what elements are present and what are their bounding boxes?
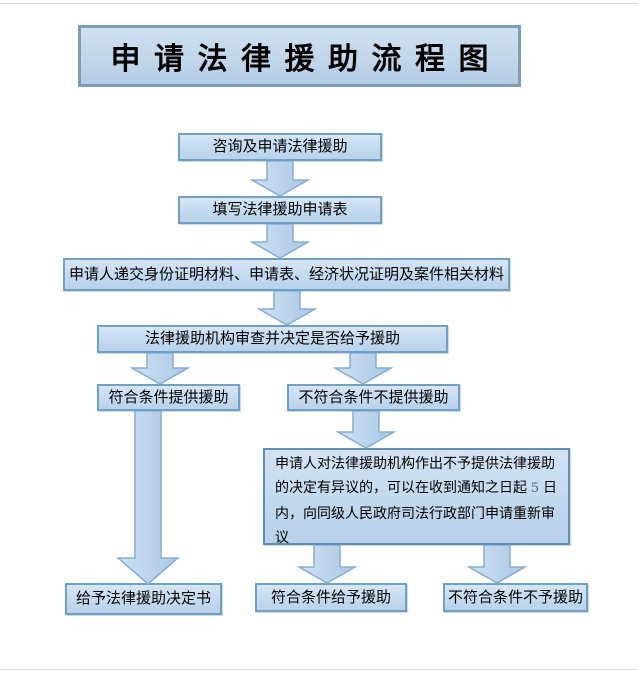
arrow-materials-to-review-icon	[257, 291, 317, 325]
node-not-qualified: 不符合条件不提供援助	[287, 384, 460, 411]
arrow-appeal-to-grant-icon	[297, 545, 357, 583]
node-decision-letter: 给予法律援助决定书	[65, 583, 222, 615]
appeal-days-number: 5	[530, 481, 540, 496]
top-edge-line	[0, 3, 638, 4]
arrow-form-to-materials-icon	[250, 224, 310, 258]
node-deny: 不符合条件不予援助	[443, 583, 588, 612]
node-qualified: 符合条件提供援助	[97, 384, 240, 411]
node-grant: 符合条件给予援助	[255, 583, 407, 612]
arrow-review-to-not-qualified-icon	[333, 353, 393, 384]
node-fill-form: 填写法律援助申请表	[178, 196, 382, 224]
arrow-consult-to-form-icon	[250, 161, 310, 196]
bottom-edge-line	[0, 669, 638, 670]
arrow-appeal-to-deny-icon	[467, 545, 527, 583]
arrow-review-to-qualified-icon	[130, 353, 190, 384]
node-appeal: 申请人对法律援助机构作出不予提供法律援助的决定有异议的，可以在收到通知之日起 5…	[263, 448, 570, 545]
appeal-text-before: 申请人对法律援助机构作出不予提供法律援助的决定有异议的，可以在收到通知之日起	[275, 455, 555, 495]
node-submit-materials: 申请人递交身份证明材料、申请表、经济状况证明及案件相关材料	[63, 258, 510, 291]
node-consult: 咨询及申请法律援助	[178, 133, 382, 161]
node-review: 法律援助机构审查并决定是否给予援助	[97, 325, 448, 353]
arrow-not-qualified-to-appeal-icon	[336, 411, 396, 448]
arrow-qualified-to-decision-icon	[116, 411, 180, 584]
flowchart-title: 申请法律援助流程图	[78, 25, 521, 87]
appeal-text-after: 日内，向同级人民政府司法行政部门申请重新审议	[275, 479, 558, 545]
